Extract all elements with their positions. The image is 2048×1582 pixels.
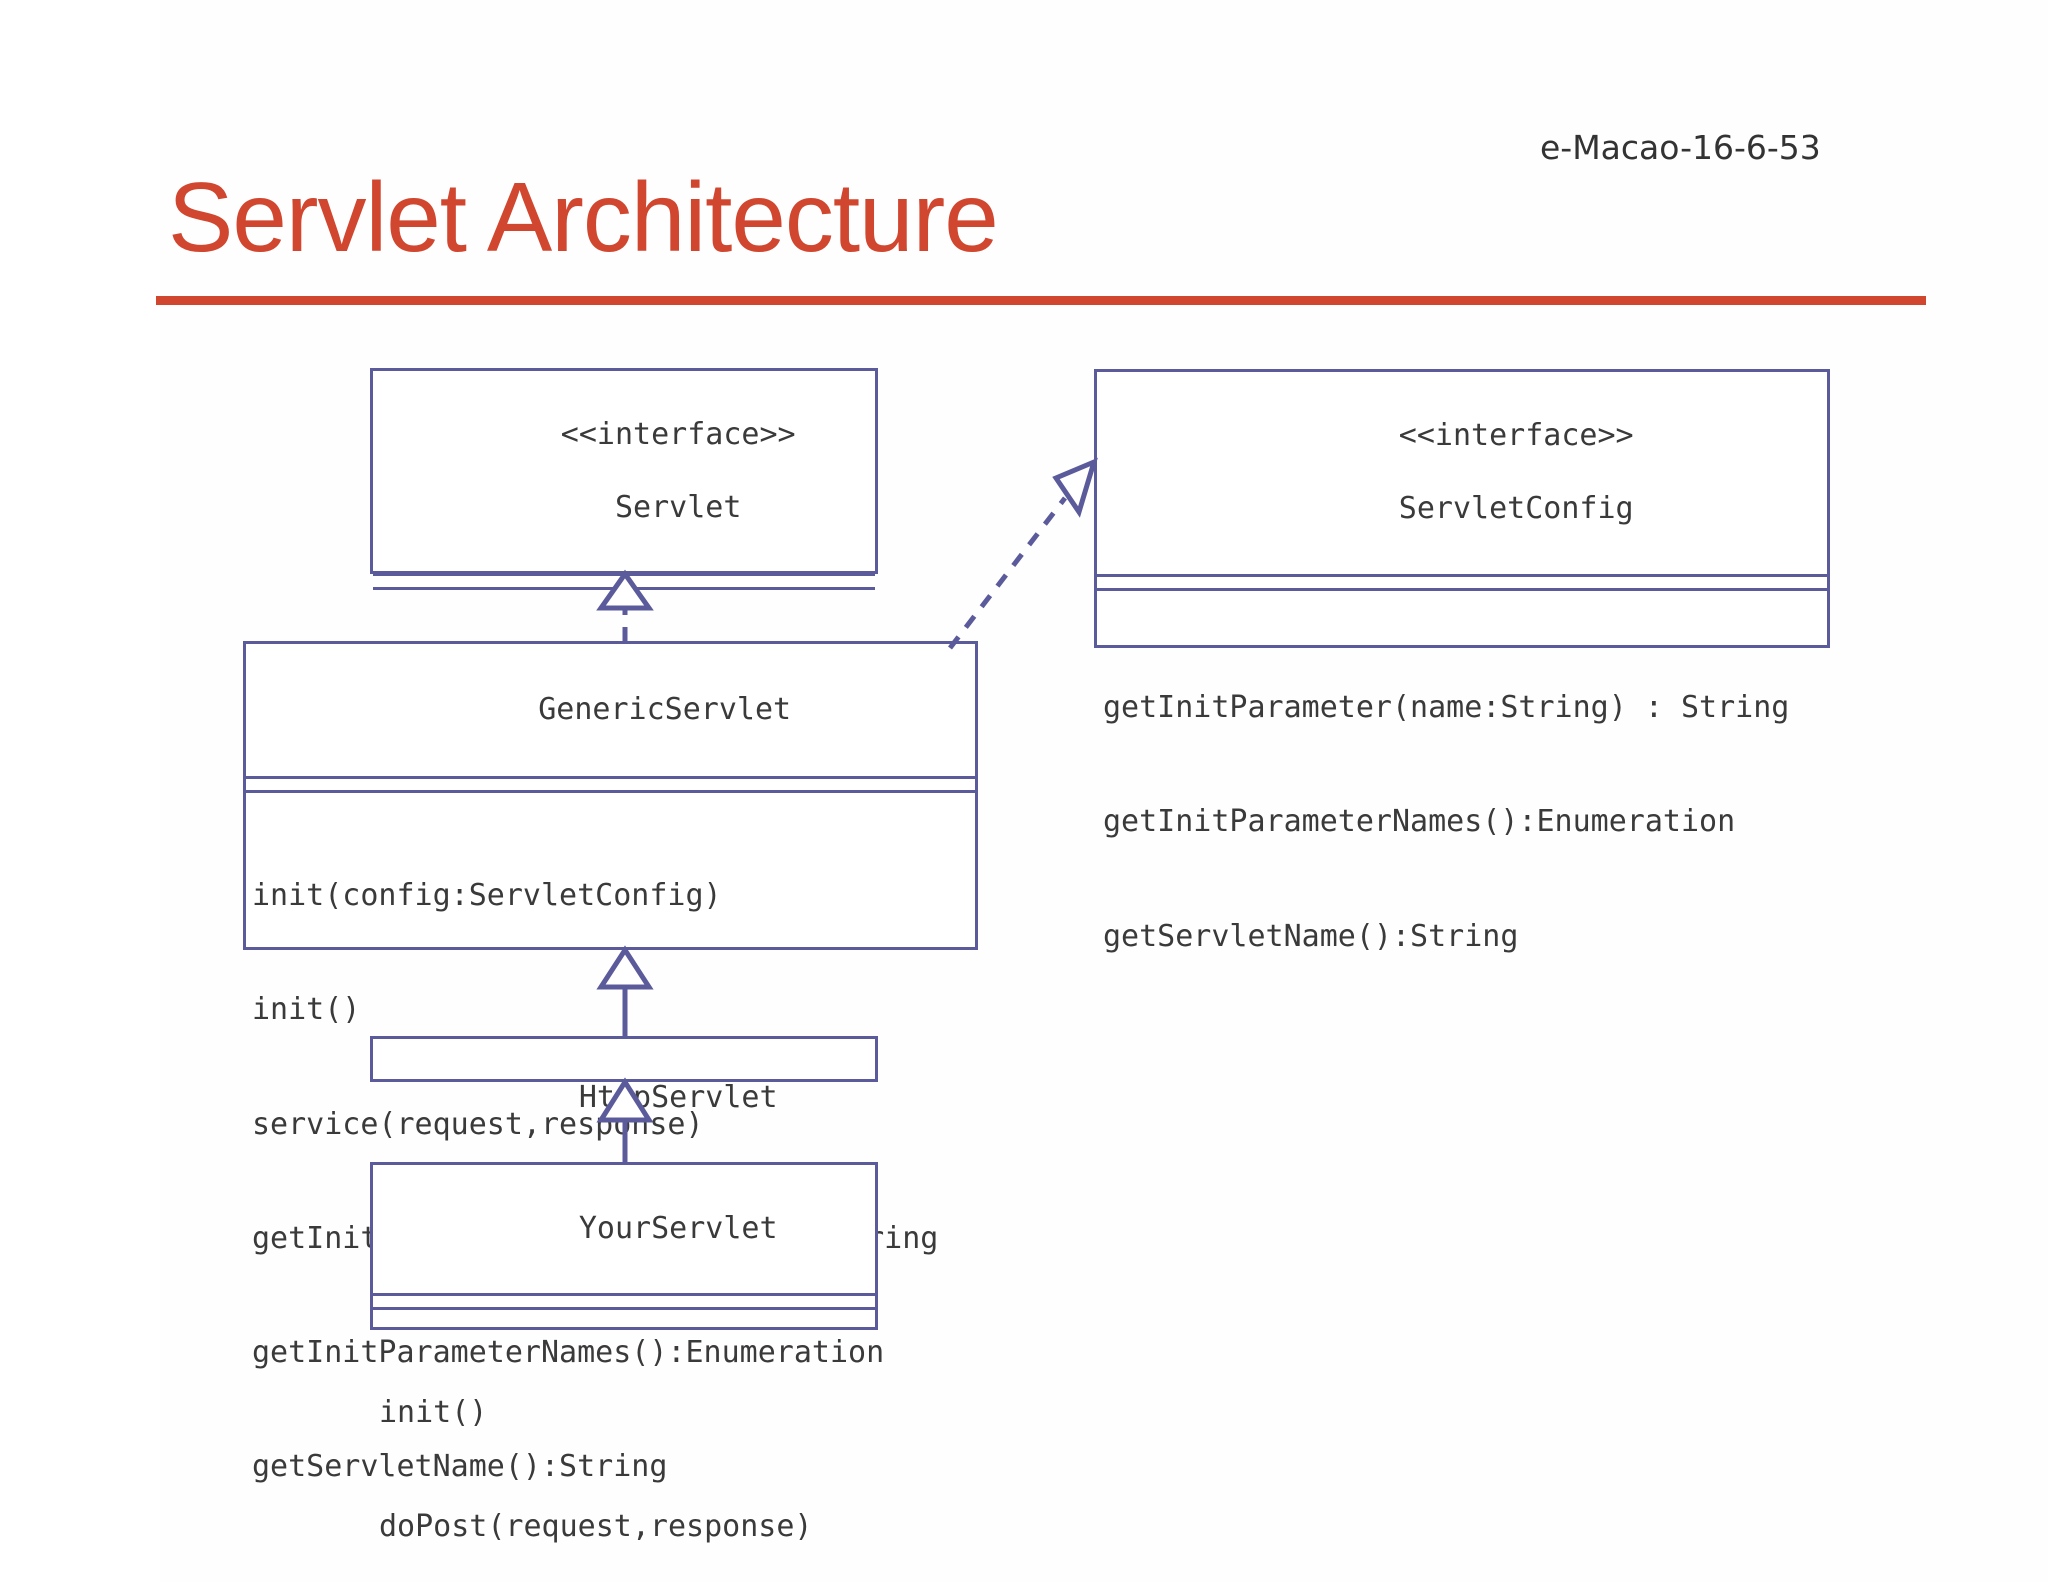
uml-class-servletconfig-name: ServletConfig [1398,490,1634,526]
uml-method-row: init() [252,992,361,1028]
uml-class-servletconfig-methods-compartment: getInitParameter(name:String) : String g… [1097,591,1827,1040]
uml-class-genericservlet-attributes-compartment [246,775,975,793]
uml-method-row: getServletName():String [252,1449,668,1485]
uml-class-yourservlet-header: YourServlet [373,1165,875,1293]
uml-class-genericservlet-name: GenericServlet [538,691,792,727]
uml-class-yourservlet-name: YourServlet [578,1210,778,1246]
uml-method-row: getServletName():String [1103,918,1519,954]
uml-class-genericservlet-header: GenericServlet [246,644,975,776]
slide-header-code: e-Macao-16-6-53 [1540,128,1821,167]
uml-class-servletconfig[interactable]: <<interface>> ServletConfig getInitParam… [1094,369,1830,954]
uml-class-servlet[interactable]: <<interface>> Servlet init(config:Servle… [370,368,878,939]
uml-class-servlet-stereotype: <<interface>> [560,416,796,452]
uml-class-servletconfig-header: <<interface>> ServletConfig [1097,372,1827,574]
uml-method-row: getInitParameter(name:String) : String [1103,690,1790,726]
uml-class-servlet-header: <<interface>> Servlet [373,371,875,573]
uml-class-yourservlet-attributes-compartment [373,1292,875,1310]
uml-method-row: doPost(request,response) [379,1509,813,1545]
uml-class-yourservlet-methods-compartment: init() doPost(request,response) [373,1310,875,1582]
page-title: Servlet Architecture [168,162,999,272]
uml-class-httpservlet[interactable]: HttpServlet [370,1036,878,1115]
uml-class-httpservlet-header: HttpServlet [373,1039,875,1157]
uml-method-row: init() [379,1394,488,1430]
uml-class-yourservlet[interactable]: YourServlet init() doPost(request,respon… [370,1162,878,1544]
uml-method-row: getInitParameterNames():Enumeration [252,1335,885,1371]
uml-class-servlet-attributes-compartment [373,572,875,590]
uml-class-genericservlet[interactable]: GenericServlet init(config:ServletConfig… [243,641,978,1484]
uml-method-row: init(config:ServletConfig) [252,877,722,913]
uml-class-servletconfig-stereotype: <<interface>> [1398,417,1634,453]
uml-class-servletconfig-attributes-compartment [1097,573,1827,591]
uml-class-servlet-name: Servlet [614,489,742,525]
uml-method-row: getInitParameterNames():Enumeration [1103,804,1736,840]
title-underline-rule [156,296,1926,305]
uml-class-httpservlet-name: HttpServlet [578,1079,778,1115]
